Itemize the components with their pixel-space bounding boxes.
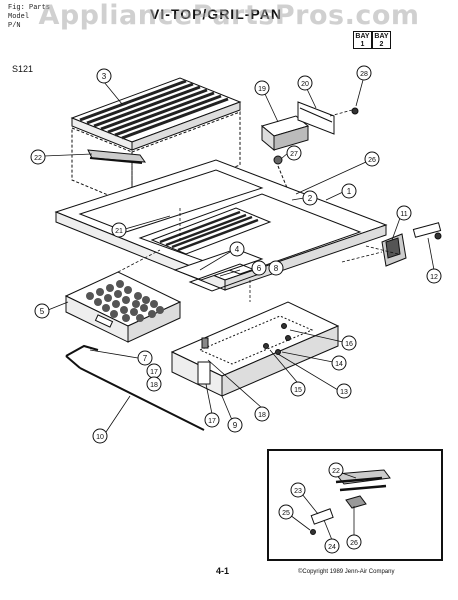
bay-label: BAY <box>374 33 389 40</box>
bay-box-1: BAY 1 <box>353 31 372 49</box>
callout-2: 2 <box>302 190 318 206</box>
callout-17-b: 17 <box>204 412 220 428</box>
callout-17: 17 <box>146 363 162 379</box>
header-line-2: Model <box>8 13 30 21</box>
svg-text:3: 3 <box>102 72 107 81</box>
callout-12: 12 <box>426 268 442 284</box>
page-number: 4-1 <box>216 566 230 576</box>
callout-18-b: 18 <box>254 406 270 422</box>
svg-text:18: 18 <box>150 382 158 389</box>
svg-text:22: 22 <box>332 468 340 475</box>
svg-text:17: 17 <box>208 418 216 425</box>
svg-text:11: 11 <box>400 211 407 218</box>
callout-11: 11 <box>396 205 412 221</box>
svg-text:13: 13 <box>340 389 348 396</box>
cooktop-frame-drawing <box>54 159 388 292</box>
svg-text:16: 16 <box>345 341 353 348</box>
copyright-text: ©Copyright 1989 Jenn-Air Company <box>298 569 395 575</box>
callout-19: 19 <box>254 80 270 96</box>
svg-text:6: 6 <box>257 264 262 273</box>
svg-text:4: 4 <box>235 245 240 254</box>
header-line-3: P/N <box>8 22 21 30</box>
svg-text:7: 7 <box>143 354 148 363</box>
callout-3: 3 <box>96 68 112 84</box>
grill-grate-drawing <box>70 77 242 151</box>
header-block: Fig: Parts Model P/N <box>8 4 50 31</box>
callout-26-inset: 26 <box>346 534 362 550</box>
svg-text:24: 24 <box>328 544 336 551</box>
svg-text:12: 12 <box>430 274 438 281</box>
svg-text:25: 25 <box>282 510 290 517</box>
bay-number: 2 <box>379 41 384 48</box>
callout-9: 9 <box>227 417 243 433</box>
callout-15: 15 <box>290 381 306 397</box>
svg-text:15: 15 <box>294 387 302 394</box>
callout-22-inset: 22 <box>328 462 344 478</box>
svg-text:19: 19 <box>258 86 266 93</box>
bay-label: BAY <box>355 33 370 40</box>
callout-4: 4 <box>229 241 245 257</box>
callout-22: 22 <box>30 149 46 165</box>
callout-13: 13 <box>336 383 352 399</box>
callout-23: 23 <box>290 482 306 498</box>
callout-6: 6 <box>251 260 267 276</box>
callout-14: 14 <box>331 355 347 371</box>
header-line-1: Fig: Parts <box>8 4 51 12</box>
rod-drawing <box>65 344 205 431</box>
bay-box-2: BAY 2 <box>372 31 391 49</box>
side-bracket-drawing <box>381 222 442 267</box>
callout-1: 1 <box>341 183 357 199</box>
svg-text:18: 18 <box>258 412 266 419</box>
svg-text:27: 27 <box>290 151 298 158</box>
callout-25: 25 <box>278 504 294 520</box>
svg-text:5: 5 <box>40 307 45 316</box>
callout-8: 8 <box>268 260 284 276</box>
svg-text:8: 8 <box>274 264 279 273</box>
callout-28: 28 <box>356 65 372 81</box>
svg-text:21: 21 <box>115 228 123 235</box>
callout-24: 24 <box>324 538 340 554</box>
callout-27: 27 <box>286 145 302 161</box>
callout-balloons: 3 22 19 20 28 27 26 2 1 21 4 6 8 5 11 12… <box>30 65 442 554</box>
svg-text:1: 1 <box>347 187 352 196</box>
callout-16: 16 <box>341 335 357 351</box>
callout-10: 10 <box>92 428 108 444</box>
callout-5: 5 <box>34 303 50 319</box>
callout-20: 20 <box>297 75 313 91</box>
svg-text:22: 22 <box>34 155 42 162</box>
svg-text:9: 9 <box>233 421 238 430</box>
svg-text:26: 26 <box>350 540 358 547</box>
inset-detail <box>267 449 443 561</box>
svg-text:17: 17 <box>150 369 158 376</box>
svg-text:23: 23 <box>294 488 302 495</box>
callout-7: 7 <box>137 350 153 366</box>
bracket-drawing <box>260 101 359 202</box>
callout-18: 18 <box>146 376 162 392</box>
svg-text:10: 10 <box>96 434 104 441</box>
drip-pan-drawing <box>170 301 340 397</box>
svg-text:2: 2 <box>308 194 313 203</box>
model-code: S121 <box>12 64 34 74</box>
svg-text:28: 28 <box>360 71 368 78</box>
svg-text:20: 20 <box>301 81 309 88</box>
diagram-title: VI-TOP/GRIL-PAN <box>150 6 282 22</box>
callout-26: 26 <box>364 151 380 167</box>
svg-text:26: 26 <box>368 157 376 164</box>
callout-21: 21 <box>111 222 127 238</box>
rock-tray-drawing <box>64 271 182 343</box>
svg-text:14: 14 <box>335 361 343 368</box>
bay-number: 1 <box>360 41 365 48</box>
